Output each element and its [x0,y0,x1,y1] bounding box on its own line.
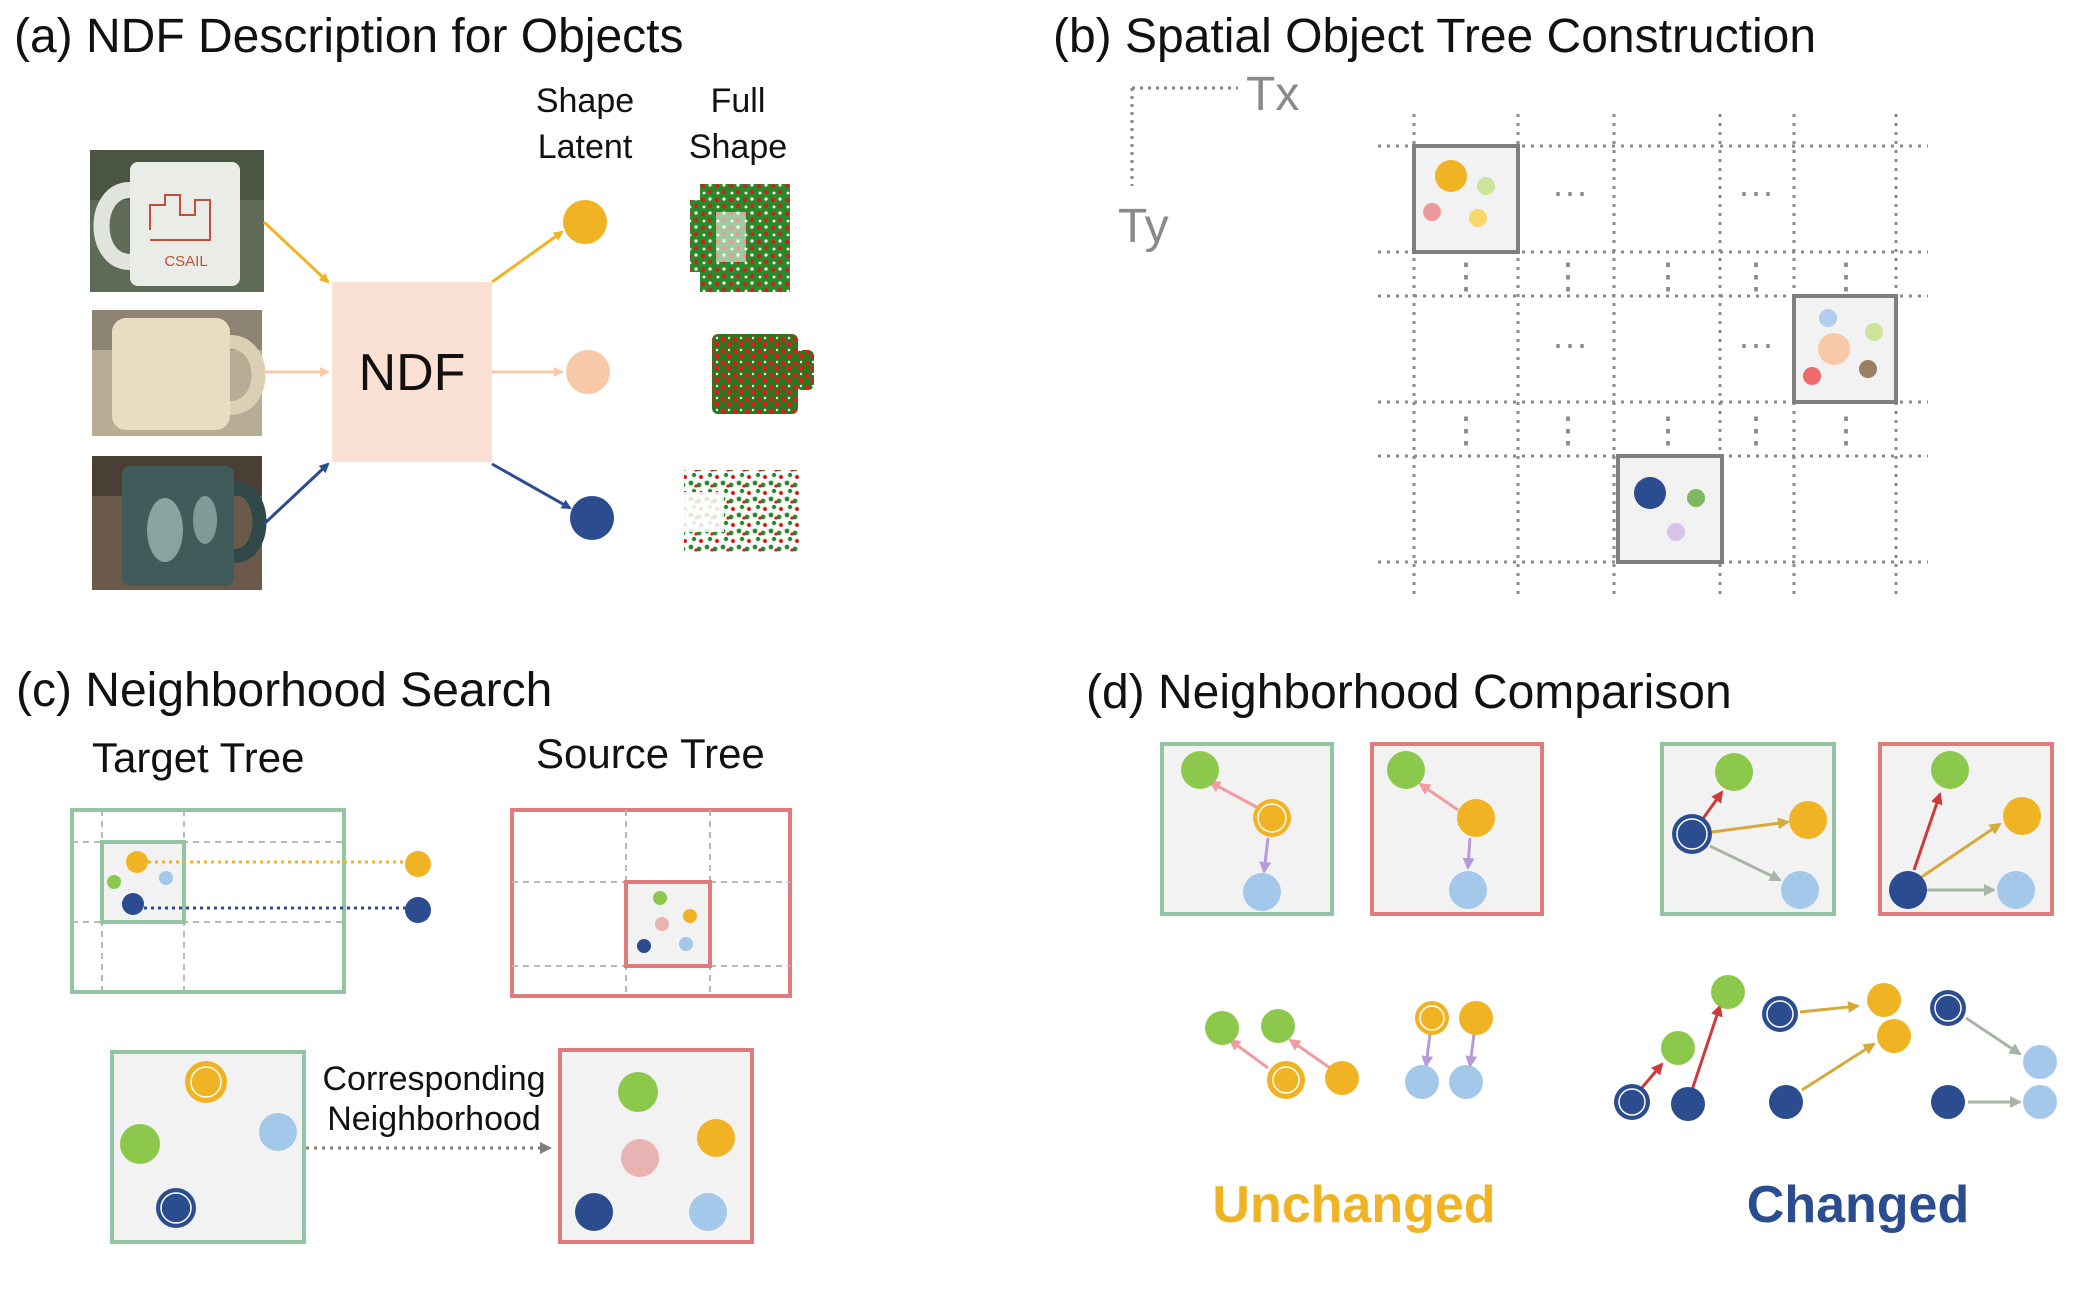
full-shape-label-line2: Shape [689,128,787,166]
point-cloud-3 [684,470,800,552]
panel-d-title: (d) Neighborhood Comparison [1086,666,1732,719]
grid-ellipsis-v-8: ⋮ [1650,409,1686,450]
grid-ellipsis-v-1: ⋮ [1448,255,1484,296]
source-tree-label: Source Tree [536,730,765,777]
panel-b: (b) Spatial Object Tree Construction Tx … [1053,10,1928,594]
latent-dot-2 [566,350,610,394]
unchanged-source-box [1370,742,1544,916]
unchanged-pairs [1205,1001,1493,1099]
grid-ellipsis-v-4: ⋮ [1738,255,1774,296]
panel-c-title: (c) Neighborhood Search [16,664,552,717]
changed-target-box [1660,742,1836,916]
grid-ellipsis-h-4: ··· [1738,323,1774,364]
tx-label: Tx [1246,68,1299,121]
grid-ellipsis-v-9: ⋮ [1738,409,1774,450]
grid-ellipsis-v-3: ⋮ [1650,255,1686,296]
panel-c: (c) Neighborhood Search Target Tree Sour… [16,664,792,1244]
grid-ellipsis-v-2: ⋮ [1550,255,1586,296]
grid-ellipsis-v-5: ⋮ [1828,255,1864,296]
unchanged-label: Unchanged [1212,1176,1495,1234]
mug-photo-3 [92,456,267,590]
target-tree [70,808,346,994]
grid-ellipsis-v-7: ⋮ [1550,409,1586,450]
full-shape-label-line1: Full [711,82,766,120]
ndf-label: NDF [359,344,466,402]
query-dot-gold [405,851,431,877]
query-dot-navy [405,897,431,923]
mug-logo-text: CSAIL [164,253,207,270]
panel-d: (d) Neighborhood Comparison [1086,666,2057,1234]
source-tree [510,808,792,998]
panel-a: (a) NDF Description for Objects Shape La… [14,10,814,590]
grid-ellipsis-v-6: ⋮ [1448,409,1484,450]
changed-source-box [1878,742,2054,916]
arrow-mug3-to-ndf [262,462,330,526]
arrow-ndf-to-latent3 [491,462,572,510]
occupied-cell-3 [1616,454,1724,564]
latent-dot-3 [570,496,614,540]
target-tree-label: Target Tree [92,734,304,781]
arrow-ndf-to-latent1 [491,230,564,284]
point-cloud-2 [712,334,814,414]
mug-photo-1: CSAIL [90,150,264,292]
occupied-cell-1 [1412,144,1520,254]
point-cloud-1 [690,184,790,292]
changed-pairs [1614,975,2057,1121]
ty-label: Ty [1118,200,1169,253]
changed-label: Changed [1747,1176,1969,1234]
mug-photo-2 [92,310,266,436]
occupied-cell-2 [1792,294,1898,404]
unchanged-target-box [1160,742,1334,916]
panel-a-title: (a) NDF Description for Objects [14,10,684,63]
corresponding-label-line2: Neighborhood [327,1100,541,1138]
grid-ellipsis-v-10: ⋮ [1828,409,1864,450]
shape-latent-label-line2: Latent [538,128,633,166]
corresponding-label-line1: Corresponding [322,1060,545,1098]
grid-ellipsis-h-1: ··· [1552,171,1588,212]
ndf-box [332,282,492,462]
panel-b-title: (b) Spatial Object Tree Construction [1053,10,1816,63]
source-neighborhood [558,1048,754,1244]
latent-dot-1 [563,200,607,244]
shape-latent-label-line1: Shape [536,82,634,120]
arrow-mug1-to-ndf [262,220,330,284]
target-neighborhood [110,1050,306,1244]
grid-ellipsis-h-2: ··· [1738,171,1774,212]
grid-ellipsis-h-3: ··· [1552,323,1588,364]
